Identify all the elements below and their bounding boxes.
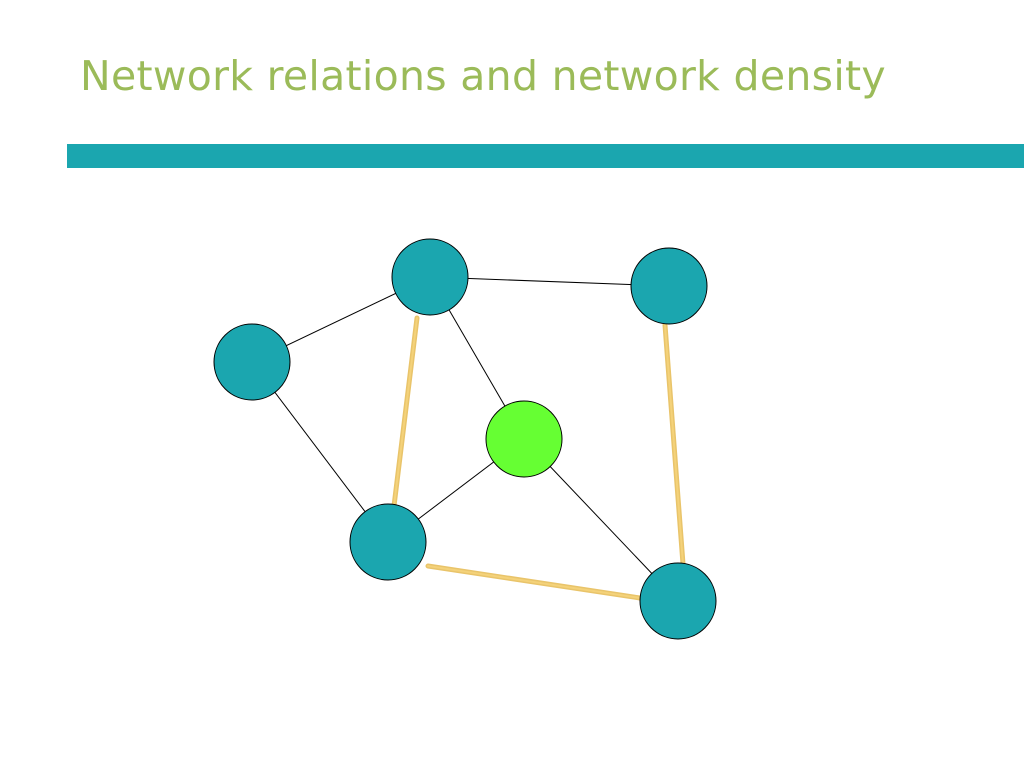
node-top-center: [391, 238, 469, 316]
nodes-layer: [213, 238, 717, 640]
highlighted-edge-top-center-bottom-left: [391, 315, 420, 509]
node-bottom-left: [349, 503, 427, 581]
highlighted-edge-bottom-left-bottom-right: [425, 563, 643, 601]
slide-title: Network relations and network density: [80, 52, 886, 100]
highlighted-edge-top-right-bottom-right: [662, 322, 686, 567]
edges-layer: [251, 276, 686, 602]
node-bottom-right: [639, 562, 717, 640]
node-top-right: [630, 247, 708, 325]
edge-top-center-top-right: [429, 276, 670, 287]
title-rule: [67, 144, 1024, 168]
node-left: [213, 323, 291, 401]
node-center: [485, 400, 563, 478]
